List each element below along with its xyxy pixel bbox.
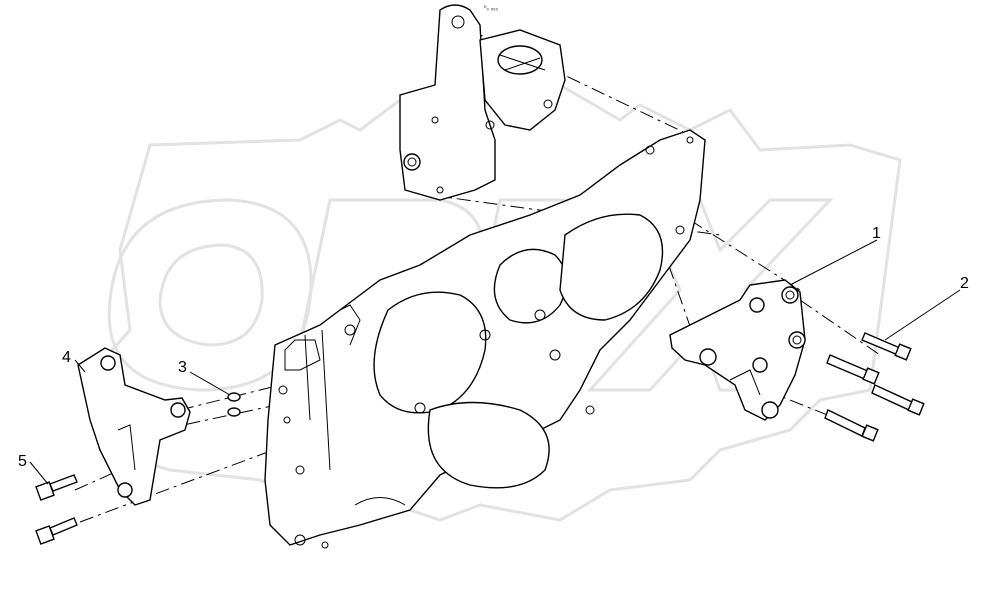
mounting-bracket bbox=[669, 279, 806, 421]
bolt bbox=[826, 354, 880, 385]
leader-lines bbox=[29, 239, 961, 485]
timing-gear-housing bbox=[264, 129, 706, 549]
dowel-pins bbox=[227, 392, 241, 417]
small-mark: ⁰₀ ₀₀₀ bbox=[484, 5, 499, 12]
bolt bbox=[35, 517, 78, 545]
flange-bolts bbox=[824, 332, 925, 442]
callout-5: 5 bbox=[18, 453, 27, 470]
bolt bbox=[871, 384, 925, 416]
upper-bracket-assembly bbox=[399, 4, 566, 201]
bolt bbox=[861, 332, 912, 361]
bolts bbox=[35, 474, 78, 545]
callout-4: 4 bbox=[62, 349, 71, 366]
side-bracket bbox=[77, 347, 191, 506]
callout-2: 2 bbox=[960, 275, 969, 292]
callout-1: 1 bbox=[872, 225, 881, 242]
bolt bbox=[824, 409, 879, 442]
bolt bbox=[35, 474, 78, 501]
callout-3: 3 bbox=[178, 359, 187, 376]
